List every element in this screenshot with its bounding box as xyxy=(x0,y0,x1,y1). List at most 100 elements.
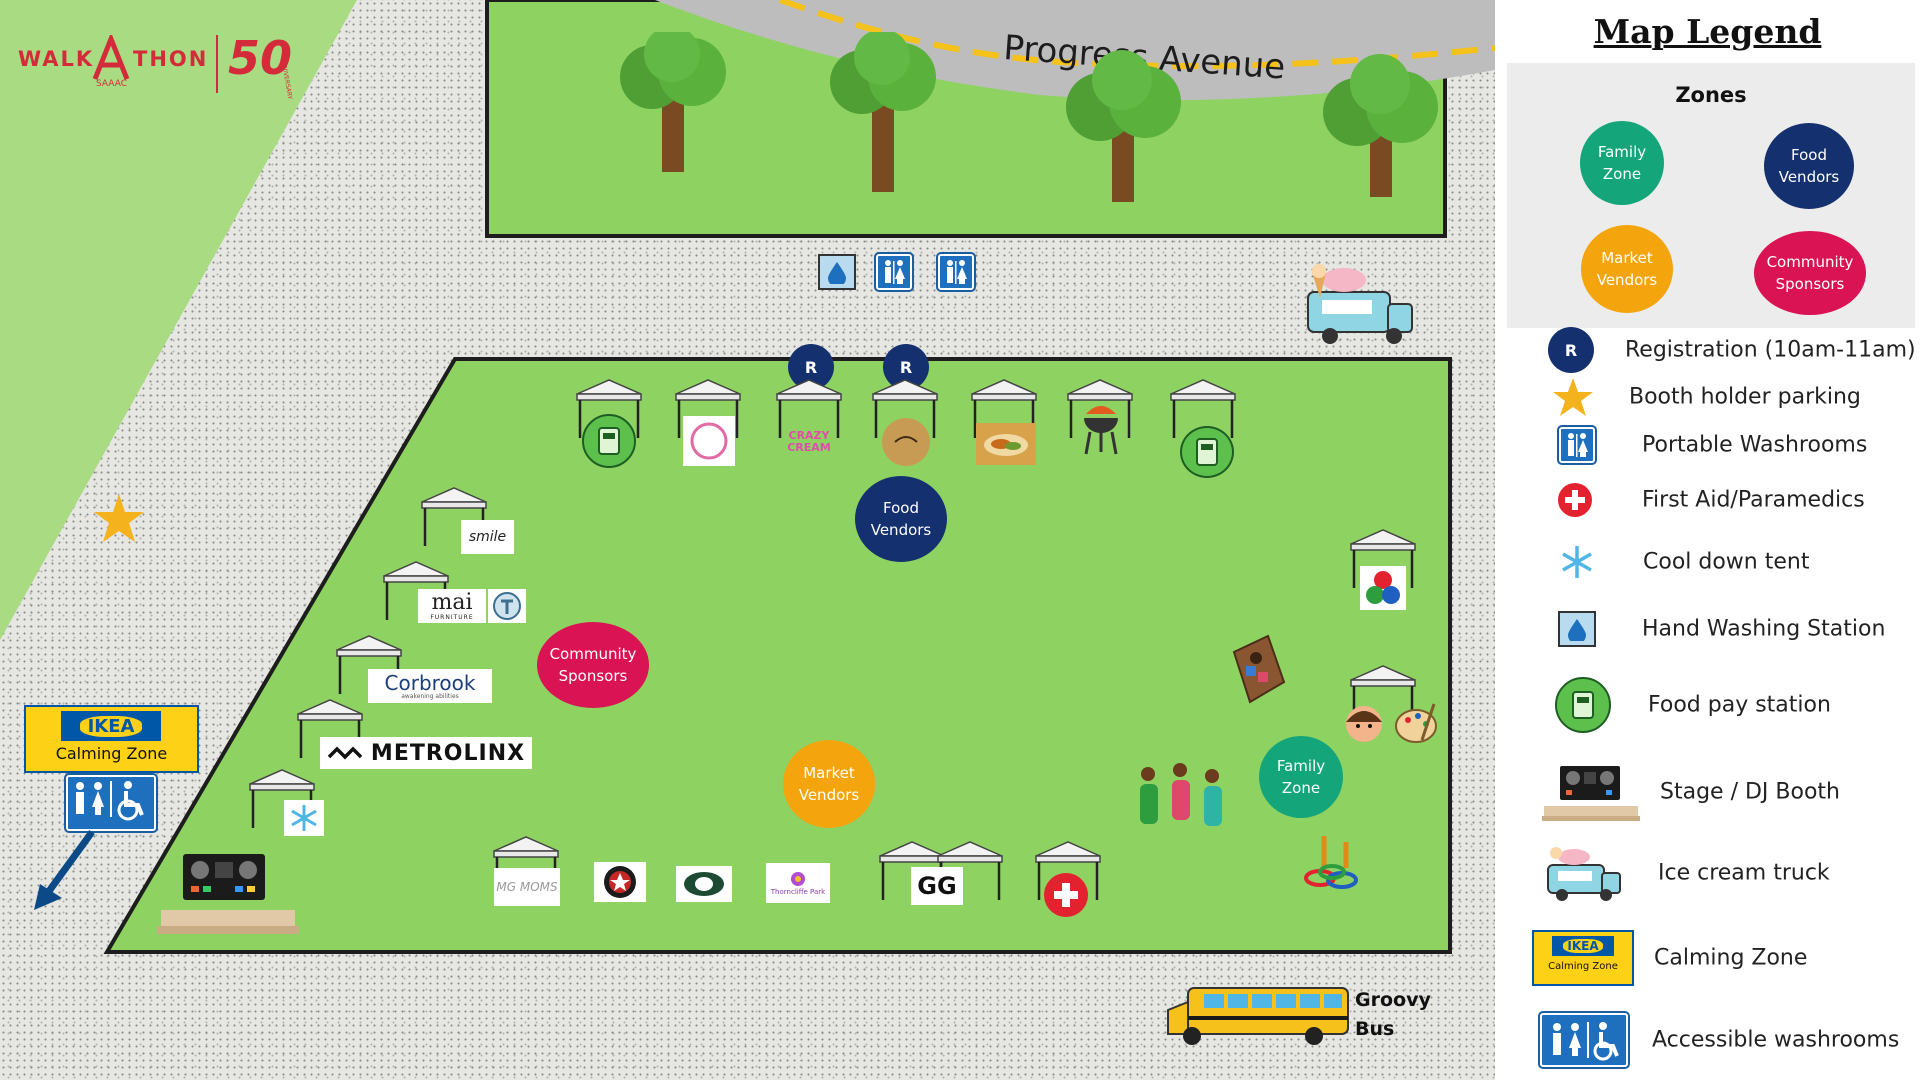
first-aid-cross-icon xyxy=(1054,883,1078,907)
vendor-logo-food-plate[interactable] xyxy=(976,423,1036,465)
zone-food-vendors[interactable]: Food Vendors xyxy=(855,476,947,562)
sponsor-thorncliffe-logo[interactable]: Thorncliffe Park xyxy=(766,863,830,903)
tree-icon xyxy=(1066,50,1181,202)
registration-r-icon: R xyxy=(1548,327,1594,373)
ice-cream-truck-icon xyxy=(1547,847,1621,901)
sponsor-gg-text: GG xyxy=(917,872,957,900)
legend-zones-box: Zones Family Zone Food Vendors Market Ve… xyxy=(1507,63,1915,328)
brand-a-icon xyxy=(92,35,130,80)
bbq-grill-icon[interactable] xyxy=(1078,402,1124,458)
legend-item-first-aid: First Aid/Paramedics xyxy=(1495,475,1920,525)
metrolinx-mark-icon xyxy=(327,746,363,760)
washroom-icon xyxy=(885,260,905,284)
sponsor-logo-green-emblem[interactable] xyxy=(676,866,732,902)
legend-item-registration: R Registration (10am-11am) xyxy=(1495,325,1920,375)
accessible-washroom-sign[interactable] xyxy=(64,773,158,833)
legend-item-washrooms: Portable Washrooms xyxy=(1495,420,1920,470)
sack-race-kids-icon[interactable] xyxy=(1130,762,1235,836)
cornhole-board-icon[interactable] xyxy=(1226,632,1290,708)
brand-divider xyxy=(216,35,218,93)
ikea-calming-zone-sign[interactable]: IKEA Calming Zone xyxy=(24,705,199,773)
legend-item-parking: Booth holder parking xyxy=(1495,372,1920,422)
sponsor-mai-furniture-logo[interactable]: mai FURNITURE xyxy=(418,589,486,623)
sponsor-corbrook-logo[interactable]: Corbrook awakening abilities xyxy=(368,669,492,703)
legend-label-first-aid: First Aid/Paramedics xyxy=(1642,487,1865,513)
brand-walk: WALK xyxy=(18,47,95,71)
hand-washing-station[interactable] xyxy=(818,254,856,290)
three-circles-icon xyxy=(1366,571,1400,604)
ice-cream-truck-icon[interactable] xyxy=(1302,262,1417,347)
sponsor-corbrook-text: Corbrook xyxy=(384,670,476,695)
star-icon xyxy=(1553,378,1593,416)
zone-market-vendors[interactable]: Market Vendors xyxy=(783,740,875,828)
washroom-icon xyxy=(947,260,967,284)
legend-label-parking: Booth holder parking xyxy=(1629,384,1861,410)
tree-icon xyxy=(830,32,936,192)
groovy-bus-icon[interactable] xyxy=(1164,980,1350,1048)
cool-down-tent[interactable] xyxy=(284,800,324,836)
brand-saaac: SAAAC xyxy=(96,79,127,89)
crazy-cream-logo[interactable]: CRAZY CREAM xyxy=(770,422,848,462)
walkathon-logo: WALK SAAAC THON 50 ANNIVERSARY xyxy=(16,31,306,100)
sponsor-metrolinx-text: METROLINX xyxy=(370,740,526,766)
sponsor-smile-logo[interactable]: smile xyxy=(461,520,514,554)
dj-booth-icon xyxy=(1542,766,1640,821)
tree-icon xyxy=(1323,54,1438,197)
green-emblem-icon xyxy=(684,872,724,896)
ikea-logo: IKEA xyxy=(61,711,161,741)
legend-label-ice-cream: Ice cream truck xyxy=(1658,860,1830,886)
accessible-washroom-icon xyxy=(76,781,144,821)
stage-dj-booth-icon[interactable] xyxy=(157,850,299,938)
legend-label-stage: Stage / DJ Booth xyxy=(1660,779,1840,805)
zone-community-sponsors[interactable]: Community Sponsors xyxy=(537,622,649,708)
food-pay-station-2[interactable] xyxy=(1180,426,1234,478)
portable-washroom-1[interactable] xyxy=(874,252,914,292)
accessible-washroom-icon xyxy=(1553,1022,1619,1061)
legend-item-cool-down: Cool down tent xyxy=(1495,537,1920,587)
ikea-zone-label: Calming Zone xyxy=(55,744,168,763)
ring-toss-icon[interactable] xyxy=(1302,832,1368,894)
sponsor-logo-red-star[interactable] xyxy=(594,862,646,902)
legend-zones-title: Zones xyxy=(1675,83,1747,107)
legend-zone-food: Food Vendors xyxy=(1764,123,1854,209)
vendor-round-logo-icon xyxy=(690,422,728,460)
sponsor-corbrook-subtext: awakening abilities xyxy=(401,692,459,700)
first-aid-station[interactable] xyxy=(1044,873,1088,917)
face-painting-icon[interactable] xyxy=(1336,700,1444,750)
pay-terminal-icon xyxy=(598,427,620,455)
legend-title: Map Legend xyxy=(1593,12,1822,51)
legend-label-washrooms: Portable Washrooms xyxy=(1642,432,1868,458)
sponsor-metrolinx-logo[interactable]: METROLINX xyxy=(320,737,532,769)
sponsor-mai-text: mai xyxy=(431,589,473,615)
family-booth-logo[interactable] xyxy=(1360,566,1406,610)
sponsor-thorncliffe-text: Thorncliffe Park xyxy=(770,888,826,896)
event-map: Progress Avenue WALK SAAAC THON 50 ANNIV… xyxy=(0,0,1495,1080)
water-drop-icon xyxy=(1568,619,1586,641)
legend-item-calming-zone: IKEA Calming Zone Calming Zone xyxy=(1495,930,1920,986)
legend-item-food-pay: Food pay station xyxy=(1495,677,1920,733)
zone-family[interactable]: Family Zone xyxy=(1259,736,1343,818)
legend-ikea-brand: IKEA xyxy=(1563,939,1603,953)
legend-label-accessible: Accessible washrooms xyxy=(1652,1027,1900,1053)
sponsor-smile-text: smile xyxy=(468,529,507,545)
legend-label-registration: Registration (10am-11am) xyxy=(1625,337,1916,363)
brand-anniversary-number: 50 xyxy=(228,31,293,85)
accessible-direction-arrow-icon xyxy=(34,829,95,910)
trees xyxy=(620,32,1438,202)
left-grass-strip xyxy=(0,0,357,640)
sponsor-t-logo[interactable] xyxy=(488,589,526,623)
first-aid-cross-icon xyxy=(1565,490,1585,510)
food-pay-station-1[interactable] xyxy=(582,414,636,468)
legend-label-food-pay: Food pay station xyxy=(1648,692,1831,718)
sponsor-gg-logo[interactable]: GG xyxy=(911,867,963,905)
legend-label-calming-zone: Calming Zone xyxy=(1654,945,1808,971)
vendor-logo-round[interactable] xyxy=(683,416,735,466)
map-legend-panel: Map Legend Zones Family Zone Food Vendor… xyxy=(1495,0,1920,1080)
legend-zone-community: Community Sponsors xyxy=(1754,231,1866,315)
tree-icon xyxy=(620,32,726,172)
sponsor-mg-moms-logo[interactable]: MG MOMS xyxy=(494,868,560,906)
legend-label-hand-washing: Hand Washing Station xyxy=(1642,616,1886,642)
portable-washroom-2[interactable] xyxy=(936,252,976,292)
vendor-logo-brown[interactable] xyxy=(882,418,930,466)
pay-terminal-icon xyxy=(1196,438,1218,466)
